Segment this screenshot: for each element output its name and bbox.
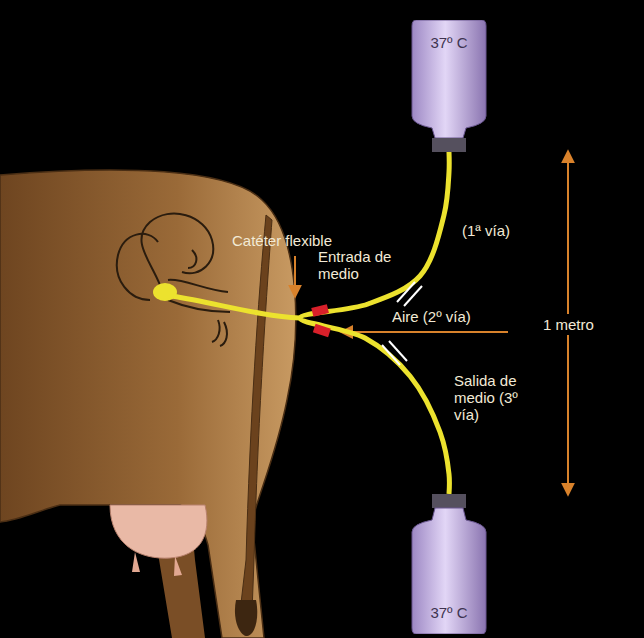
temperature-label: 37º C [410, 494, 488, 621]
clamp [311, 304, 329, 317]
bottle: 37º C [410, 494, 488, 634]
tail [240, 215, 272, 612]
uterus-outline [117, 214, 230, 346]
dimension-label: 1 metro [540, 314, 597, 335]
air-label: Aire (2º vía) [392, 308, 471, 325]
outflow-label: Salida de medio (3º vía) [454, 372, 528, 423]
bottle-cap [432, 494, 466, 508]
channel-label: (1ª vía) [462, 222, 510, 239]
catheter-label: Catéter flexible [232, 232, 332, 249]
pointer-arrow [342, 331, 508, 333]
bottle: 37º C [410, 20, 488, 152]
inflow-label: Entrada de medio [318, 248, 398, 282]
catheter [172, 296, 300, 318]
temperature-label: 37º C [410, 20, 488, 51]
clamp [313, 324, 331, 338]
cut-mark [382, 341, 407, 365]
tail-tuft [235, 600, 257, 636]
cut-mark [397, 282, 422, 306]
teats [132, 552, 182, 576]
bottle-cap [432, 138, 466, 152]
udder [110, 505, 207, 558]
pointer-arrow [294, 256, 296, 296]
catheter-balloon [153, 283, 177, 301]
